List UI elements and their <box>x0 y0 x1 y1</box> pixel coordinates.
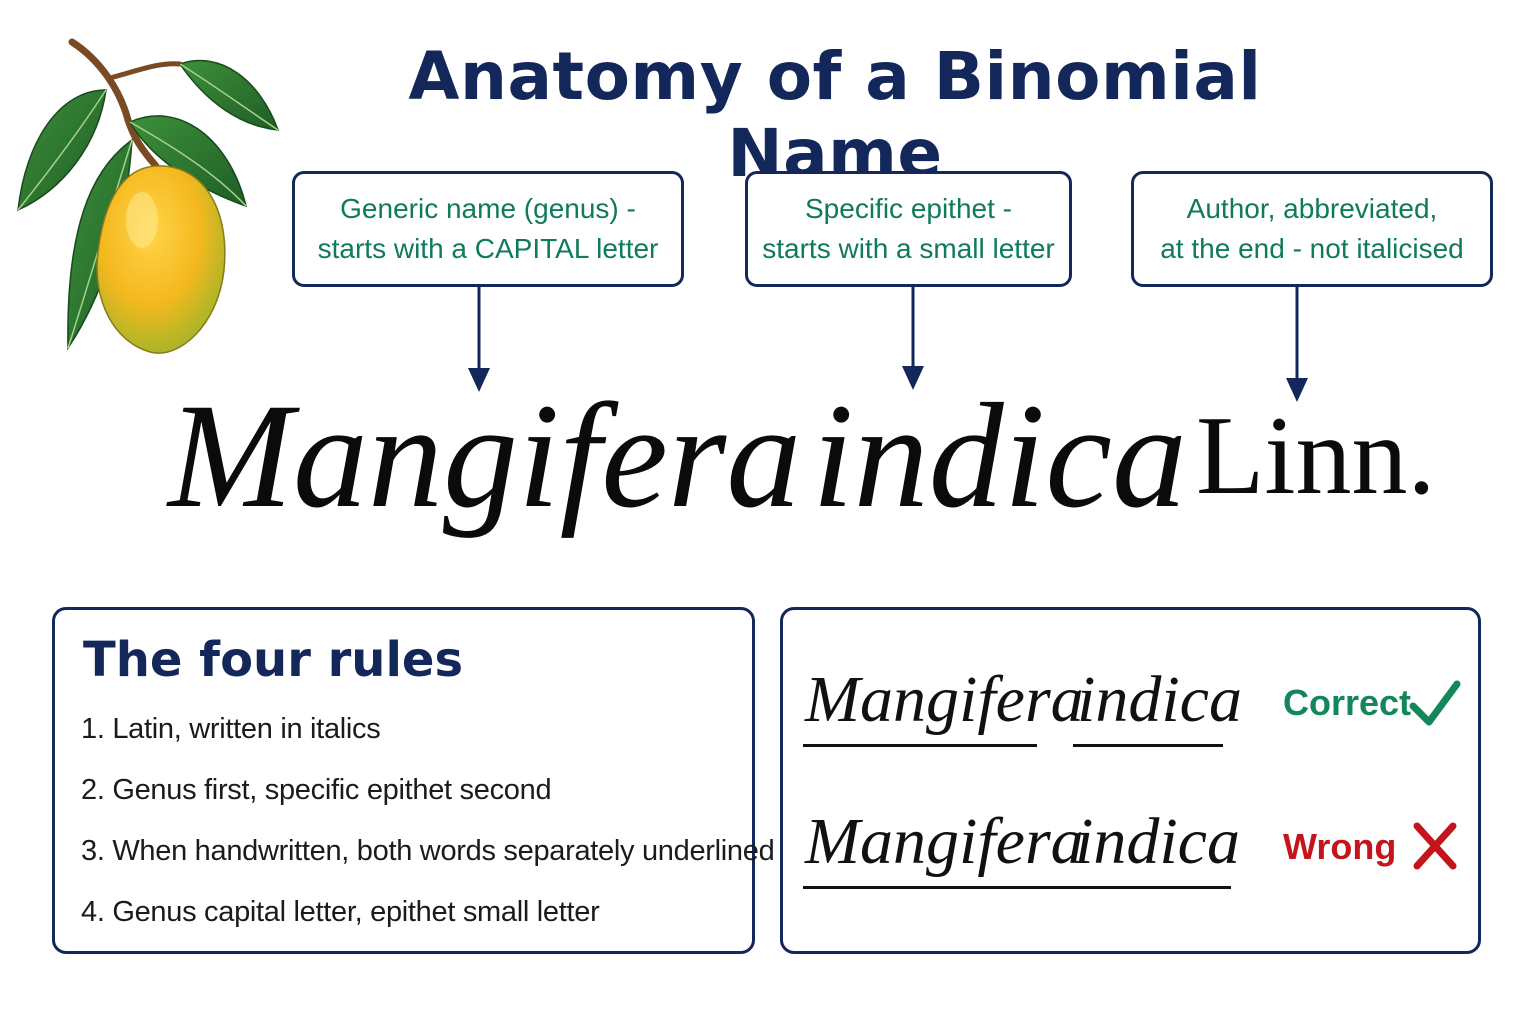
wrong-continuous-underline <box>803 886 1231 889</box>
check-icon <box>1409 680 1461 726</box>
rules-panel: The four rules 1. Latin, written in ital… <box>52 607 775 954</box>
callout-epithet: Specific epithet - starts with a small l… <box>745 171 1072 287</box>
examples-panel: Mangifera indica Correct Mangifera indic… <box>780 607 1481 954</box>
correct-label: Correct <box>1283 682 1412 723</box>
wrong-label: Wrong <box>1283 826 1397 867</box>
binomial-epithet-text: indica <box>812 373 1187 539</box>
rule-item: 1. Latin, written in italics <box>81 713 381 745</box>
correct-genus-underline <box>803 744 1037 747</box>
callout-author-line1: Author, abbreviated, <box>1186 193 1438 224</box>
wrong-example-epithet: indica <box>1075 805 1240 878</box>
callout-author: Author, abbreviated, at the end - not it… <box>1131 171 1493 287</box>
callout-epithet-line2: starts with a small letter <box>762 233 1055 264</box>
callout-genus-line2: starts with a CAPITAL letter <box>317 233 659 264</box>
binomial-genus: Mangifera <box>168 370 801 539</box>
rules-heading: The four rules <box>83 632 464 688</box>
rule-item: 4. Genus capital letter, epithet small l… <box>81 896 600 928</box>
cross-icon <box>1413 822 1457 870</box>
rule-item: 2. Genus first, specific epithet second <box>81 774 552 806</box>
wrong-example-genus: Mangifera <box>805 805 1084 878</box>
correct-example-genus: Mangifera <box>805 663 1084 736</box>
binomial-author: Linn. <box>1196 394 1436 518</box>
binomial-epithet: indica <box>812 370 1187 539</box>
correct-epithet-underline <box>1073 744 1223 747</box>
page-title: Anatomy of a Binomial Name <box>408 38 1262 192</box>
callout-genus: Generic name (genus) - starts with a CAP… <box>292 171 684 287</box>
binomial-genus-text: Mangifera <box>168 373 802 539</box>
rule-item: 3. When handwritten, both words separate… <box>81 835 775 867</box>
callout-epithet-line1: Specific epithet - <box>805 193 1012 224</box>
rules-list: 1. Latin, written in italics 2. Genus fi… <box>81 706 775 950</box>
callout-author-line2: at the end - not italicised <box>1160 233 1464 264</box>
mango-illustration <box>17 38 280 354</box>
callout-genus-line1: Generic name (genus) - <box>340 193 636 224</box>
correct-example-epithet: indica <box>1077 663 1242 736</box>
